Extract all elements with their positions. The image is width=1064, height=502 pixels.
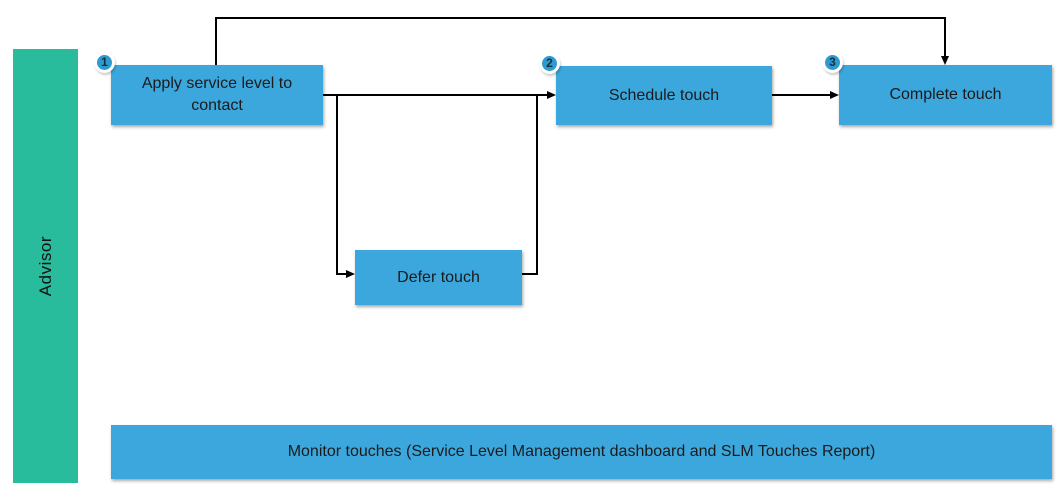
node-apply-service-level: 1 Apply service level to contact <box>94 52 323 125</box>
node-monitor-touches: Monitor touches (Service Level Managemen… <box>111 425 1052 479</box>
node-label: Apply service level to contact <box>141 75 293 114</box>
step-badge-2: 2 <box>539 53 560 74</box>
line-defer-to-schedule <box>522 96 538 275</box>
arrow-apply-to-complete-top-route <box>215 17 949 65</box>
node-schedule-touch: 2 Schedule touch <box>539 53 772 125</box>
node-label: Monitor touches (Service Level Managemen… <box>287 443 876 461</box>
arrow-apply-to-defer <box>336 95 355 278</box>
node-defer-touch: Defer touch <box>355 250 522 305</box>
node-label: Schedule touch <box>608 86 720 104</box>
node-label: Complete touch <box>889 86 1002 104</box>
node-label: Defer touch <box>397 268 480 286</box>
step-badge-3: 3 <box>822 52 843 73</box>
advisor-swimlane: Advisor <box>13 49 78 483</box>
step-badge-1: 1 <box>94 52 115 73</box>
node-complete-touch: 3 Complete touch <box>822 52 1052 125</box>
